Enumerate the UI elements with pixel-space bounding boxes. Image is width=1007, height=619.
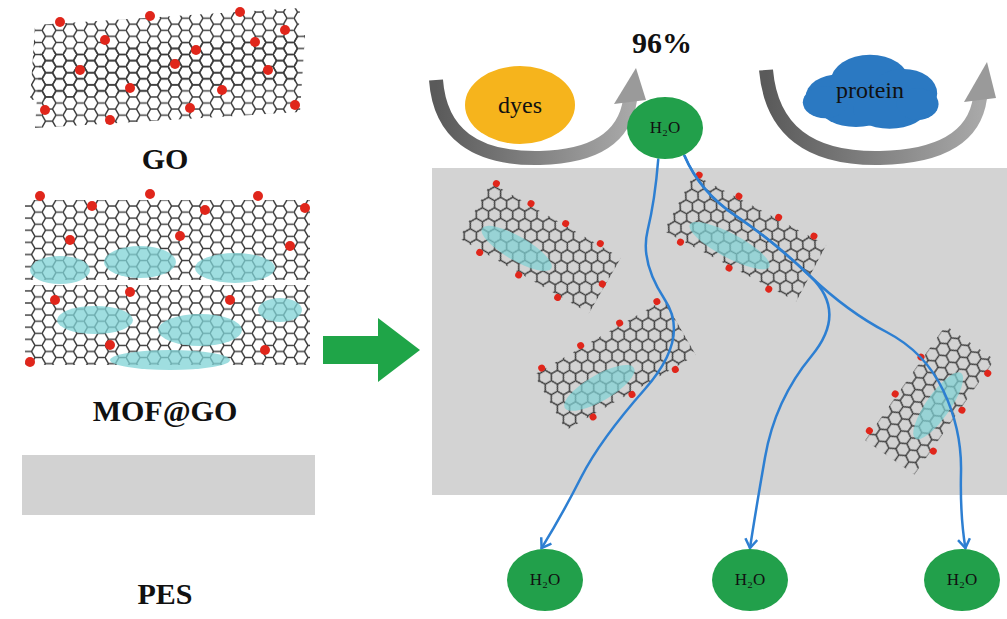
water-circle: H₂O bbox=[712, 549, 788, 611]
composite-membrane bbox=[432, 168, 1007, 495]
protein-cloud: protein bbox=[800, 46, 940, 134]
node-text: H₂O bbox=[530, 571, 560, 590]
water-path bbox=[685, 156, 966, 548]
membrane-flakes bbox=[456, 170, 999, 478]
pes-membrane bbox=[22, 455, 315, 515]
rejection-arrow bbox=[766, 62, 996, 158]
material-label: GO bbox=[142, 142, 189, 175]
go-sheets bbox=[30, 7, 305, 128]
water-path bbox=[542, 160, 674, 549]
node-text: H₂O bbox=[650, 119, 680, 138]
dyes-ellipse: dyes bbox=[465, 66, 575, 144]
mof-go-sheets bbox=[25, 189, 310, 370]
node-text: dyes bbox=[498, 92, 542, 118]
water-circle: H₂O bbox=[627, 97, 703, 159]
node-text: H₂O bbox=[947, 571, 977, 590]
water-circle: H₂O bbox=[507, 549, 583, 611]
material-label: MOF@GO bbox=[93, 394, 238, 427]
rejection-percentage: 96% bbox=[632, 26, 692, 59]
water-circle: H₂O bbox=[924, 549, 1000, 611]
process-arrow bbox=[323, 318, 420, 382]
node-text: protein bbox=[836, 77, 904, 103]
material-label: PES bbox=[137, 577, 192, 610]
water-path bbox=[685, 156, 830, 548]
node-text: H₂O bbox=[735, 571, 765, 590]
